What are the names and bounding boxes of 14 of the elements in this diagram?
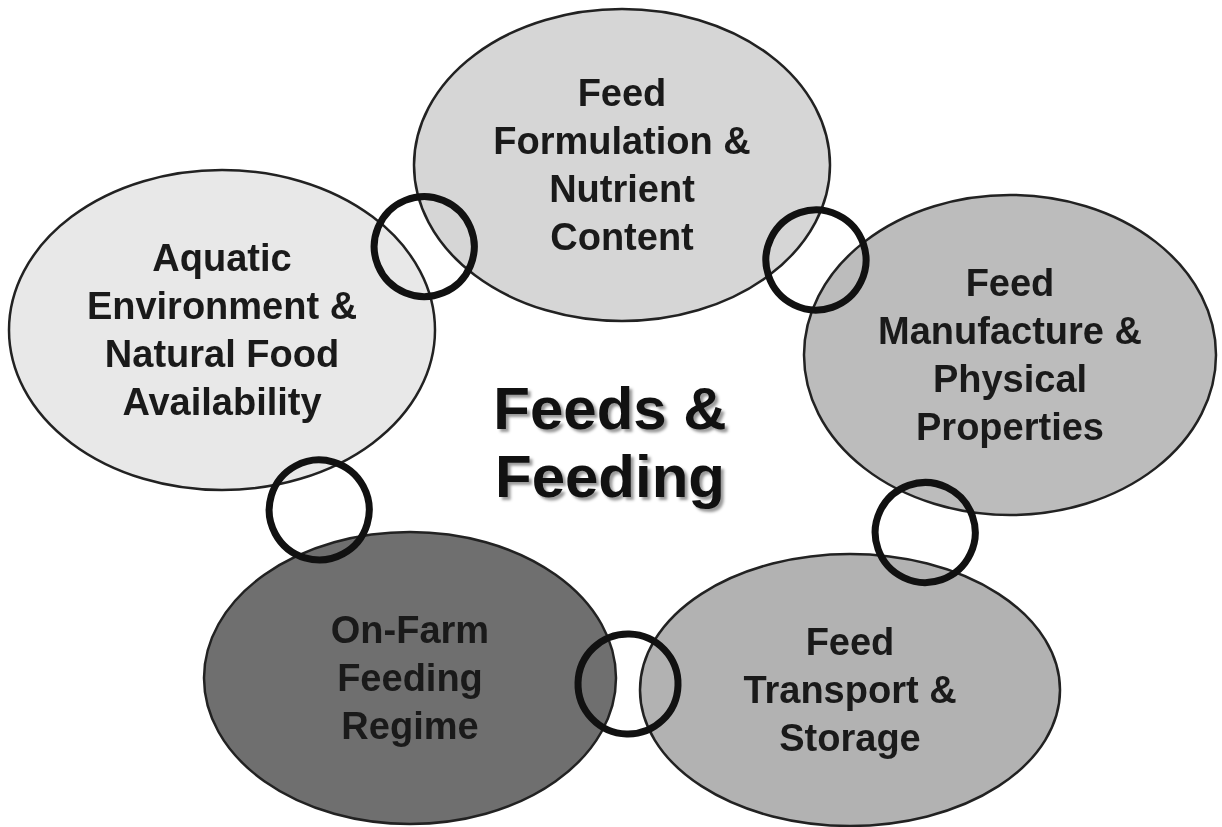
- node-label: On-Farm Feeding Regime: [329, 608, 491, 749]
- ellipse-node: [7, 168, 437, 492]
- chain-link: [265, 456, 373, 564]
- node-label: Feed Transport & Storage: [742, 620, 958, 761]
- ellipse-node: [802, 193, 1218, 517]
- chain-link: [762, 206, 870, 314]
- chain-link: [871, 479, 979, 586]
- node-label: Feed Manufacture & Physical Properties: [877, 261, 1143, 450]
- node-label: Feed Formulation & Nutrient Content: [492, 71, 752, 260]
- ellipse-node: [638, 552, 1062, 827]
- ellipse-node: [412, 7, 832, 323]
- diagram-title: Feeds & Feeding: [492, 375, 728, 511]
- ellipse-node: [202, 530, 618, 826]
- node-label: Aquatic Environment & Natural Food Availability: [85, 236, 359, 425]
